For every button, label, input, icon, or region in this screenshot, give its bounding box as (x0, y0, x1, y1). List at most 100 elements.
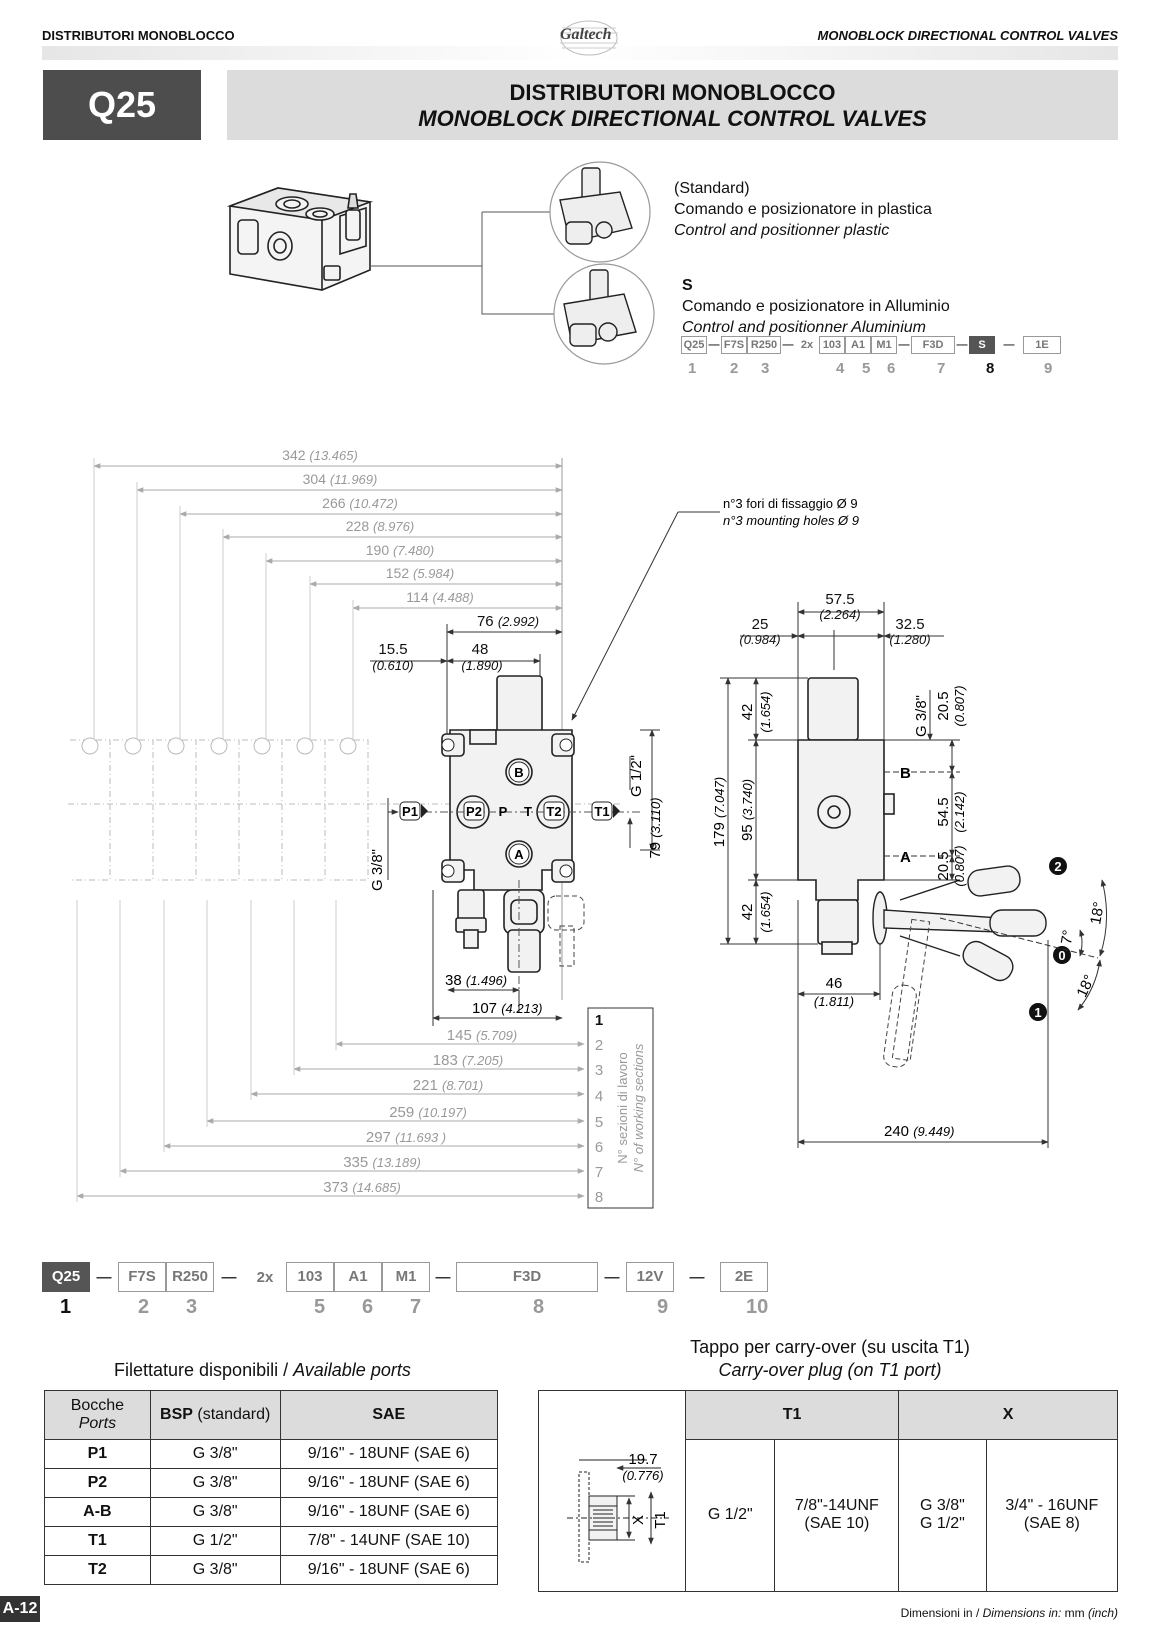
svg-text:(2.142): (2.142) (952, 791, 967, 832)
standard-option-tag: (Standard) (674, 180, 750, 197)
valve-product-illustration (226, 161, 655, 365)
svg-text:(1.654): (1.654) (758, 691, 773, 732)
small-code-number: 7 (937, 360, 946, 377)
section-number: 6 (595, 1139, 603, 1156)
order-code-box: F7S (118, 1262, 166, 1292)
svg-text:(1.654): (1.654) (758, 891, 773, 932)
small-code-box: F3D (911, 336, 955, 354)
lower-dimension-labels: 145 (5.709) 183 (7.205) 221 (8.701) 259 … (323, 1027, 517, 1196)
svg-text:259 (10.197): 259 (10.197) (389, 1104, 467, 1121)
title-english: MONOBLOCK DIRECTIONAL CONTROL VALVES (418, 106, 927, 131)
svg-text:304 (11.969): 304 (11.969) (303, 471, 378, 487)
s-option-text: S Comando e posizionatore in Alluminio C… (682, 275, 950, 338)
side-port-b: B (900, 765, 911, 782)
s-option-italian: Comando e posizionatore in Alluminio (682, 298, 950, 315)
section-number: 5 (595, 1114, 603, 1131)
carry-over-table: T1 X 19.7 (0.776) (538, 1390, 1119, 1592)
s-option-english: Control and positionner Aluminium (682, 319, 926, 336)
order-code-number: 10 (746, 1296, 769, 1318)
dim-240: 240 (9.449) (884, 1123, 954, 1140)
logo-text: Galtech (560, 26, 612, 43)
s-option-tag: S (682, 277, 693, 294)
svg-text:228 (8.976): 228 (8.976) (346, 518, 414, 534)
svg-text:(0.984): (0.984) (739, 632, 780, 647)
angle-18-bottom: 18° (1073, 972, 1098, 1000)
valve-front-body (441, 675, 575, 973)
svg-text:(0.610): (0.610) (372, 658, 413, 673)
sections-english: N° of working sections (631, 1043, 646, 1172)
small-code-multiplier: 2x (800, 339, 814, 351)
sketch-t1-label: T1 (652, 1511, 669, 1529)
dim-42-bottom: 42 (739, 904, 756, 921)
sae-col-header: SAE (279, 1390, 499, 1440)
sections-italian: N° sezioni di lavoro (615, 1052, 630, 1163)
small-code-box: A1 (845, 336, 871, 354)
port-p-label: P (499, 804, 508, 819)
small-code-box: R250 (747, 336, 781, 354)
sketch-x-label: X (630, 1514, 647, 1524)
header-left-title: DISTRIBUTORI MONOBLOCCO (42, 28, 235, 43)
order-code-box: 12V (626, 1262, 674, 1292)
port-t-label: T (524, 804, 532, 819)
svg-text:190 (7.480): 190 (7.480) (366, 542, 434, 558)
position-2-marker: 2 (1054, 859, 1061, 874)
small-code-number: 5 (862, 360, 871, 377)
dim-48: 48 (472, 641, 489, 658)
port-t2-label: T2 (546, 804, 561, 819)
t1-col-header: T1 (684, 1390, 900, 1440)
order-code-box-highlighted: Q25 (42, 1262, 90, 1292)
section-number: 1 (595, 1012, 603, 1029)
small-code-number: 2 (730, 360, 739, 377)
svg-text:335 (13.189): 335 (13.189) (343, 1154, 421, 1171)
side-port-a: A (900, 849, 911, 866)
title-banner: DISTRIBUTORI MONOBLOCCO MONOBLOCK DIRECT… (227, 70, 1118, 140)
bsp-col-header: BSP (standard) (149, 1390, 281, 1440)
svg-text:(1.890): (1.890) (461, 658, 502, 673)
svg-text:(1.280): (1.280) (889, 632, 930, 647)
working-sections-box (587, 1007, 654, 1209)
dim-46: 46 (826, 975, 843, 992)
svg-text:152 (5.984): 152 (5.984) (386, 565, 454, 581)
carry-over-title: Tappo per carry-over (su uscita T1) Carr… (690, 1337, 970, 1380)
dim-42-top: 42 (739, 704, 756, 721)
carry-over-plug-icon: 19.7 (0.776) X T1 (567, 1451, 669, 1562)
dim-57-5: 57.5 (825, 591, 854, 608)
x-col-header: X (898, 1390, 1118, 1440)
position-0-marker: 0 (1058, 948, 1065, 963)
dim-179: 179 (7.047) (711, 777, 728, 847)
svg-text:(1.811): (1.811) (814, 994, 854, 1009)
standard-option-italian: Comando e posizionatore in plastica (674, 201, 932, 218)
dimensions-note: Dimensioni in / Dimensions in: mm (inch) (900, 1606, 1118, 1620)
order-code-number: 8 (533, 1296, 545, 1318)
svg-text:221 (8.701): 221 (8.701) (413, 1077, 483, 1094)
small-code-number: 4 (836, 360, 845, 377)
small-code-box: M1 (871, 336, 897, 354)
carry-over-plug-sketch: 19.7 (0.776) X T1 (538, 1439, 686, 1592)
svg-text:373 (14.685): 373 (14.685) (323, 1179, 401, 1196)
port-p1-label: P1 (402, 804, 418, 819)
position-1-marker: 1 (1034, 1005, 1041, 1020)
table-row: 19.7 (0.776) X T1 G 1/2" 7/8"-14UNF(SAE … (538, 1439, 1119, 1592)
order-code-number: 2 (138, 1296, 150, 1318)
standard-option-text: (Standard) Comando e posizionatore in pl… (674, 178, 932, 241)
dim-79: 79 (3.110) (647, 797, 664, 858)
order-code-box: 2E (720, 1262, 768, 1292)
small-code-box: 1E (1023, 336, 1061, 354)
small-code-box: Q25 (681, 336, 707, 354)
dim-76: 76 (2.992) (477, 613, 539, 630)
dim-20-5-top: 20.5 (935, 691, 952, 720)
valve-side-body (797, 677, 895, 955)
order-code-box: R250 (166, 1262, 214, 1292)
small-code-box-highlighted: S (969, 336, 995, 354)
dim-15-5: 15.5 (378, 641, 407, 658)
order-code-number: 9 (657, 1296, 669, 1318)
dim-32-5: 32.5 (895, 616, 924, 633)
order-code-number: 5 (314, 1296, 326, 1318)
svg-text:342 (13.465): 342 (13.465) (282, 447, 358, 463)
